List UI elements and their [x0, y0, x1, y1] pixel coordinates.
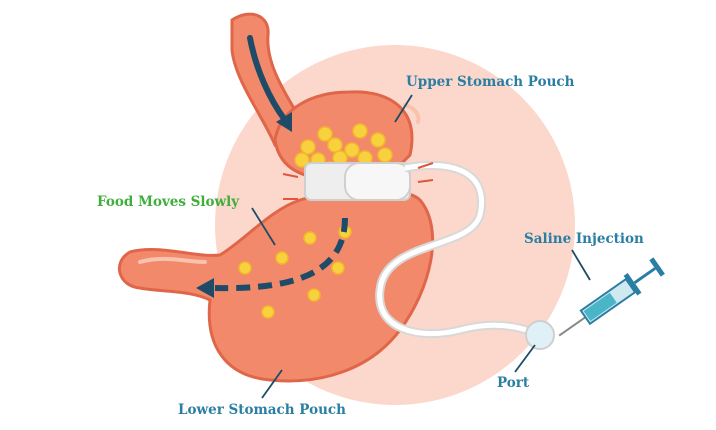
syringe [558, 257, 665, 337]
constriction-arrows [282, 162, 434, 200]
port [525, 320, 555, 350]
label-lower-stomach-pouch: Lower Stomach Pouch [178, 402, 346, 418]
label-upper-stomach-pouch: Upper Stomach Pouch [406, 74, 575, 90]
lower-stomach-pouch [118, 188, 435, 383]
leader-lines [251, 94, 591, 399]
food-particles [238, 123, 393, 319]
highlight [403, 103, 421, 124]
flow-arrow-stomach [214, 217, 348, 292]
label-port: Port [497, 375, 530, 391]
highlight [138, 256, 207, 264]
flow-arrow-esophagus [247, 35, 288, 123]
label-food-moves-slowly: Food Moves Slowly [97, 194, 240, 210]
label-saline-injection: Saline Injection [524, 231, 644, 247]
